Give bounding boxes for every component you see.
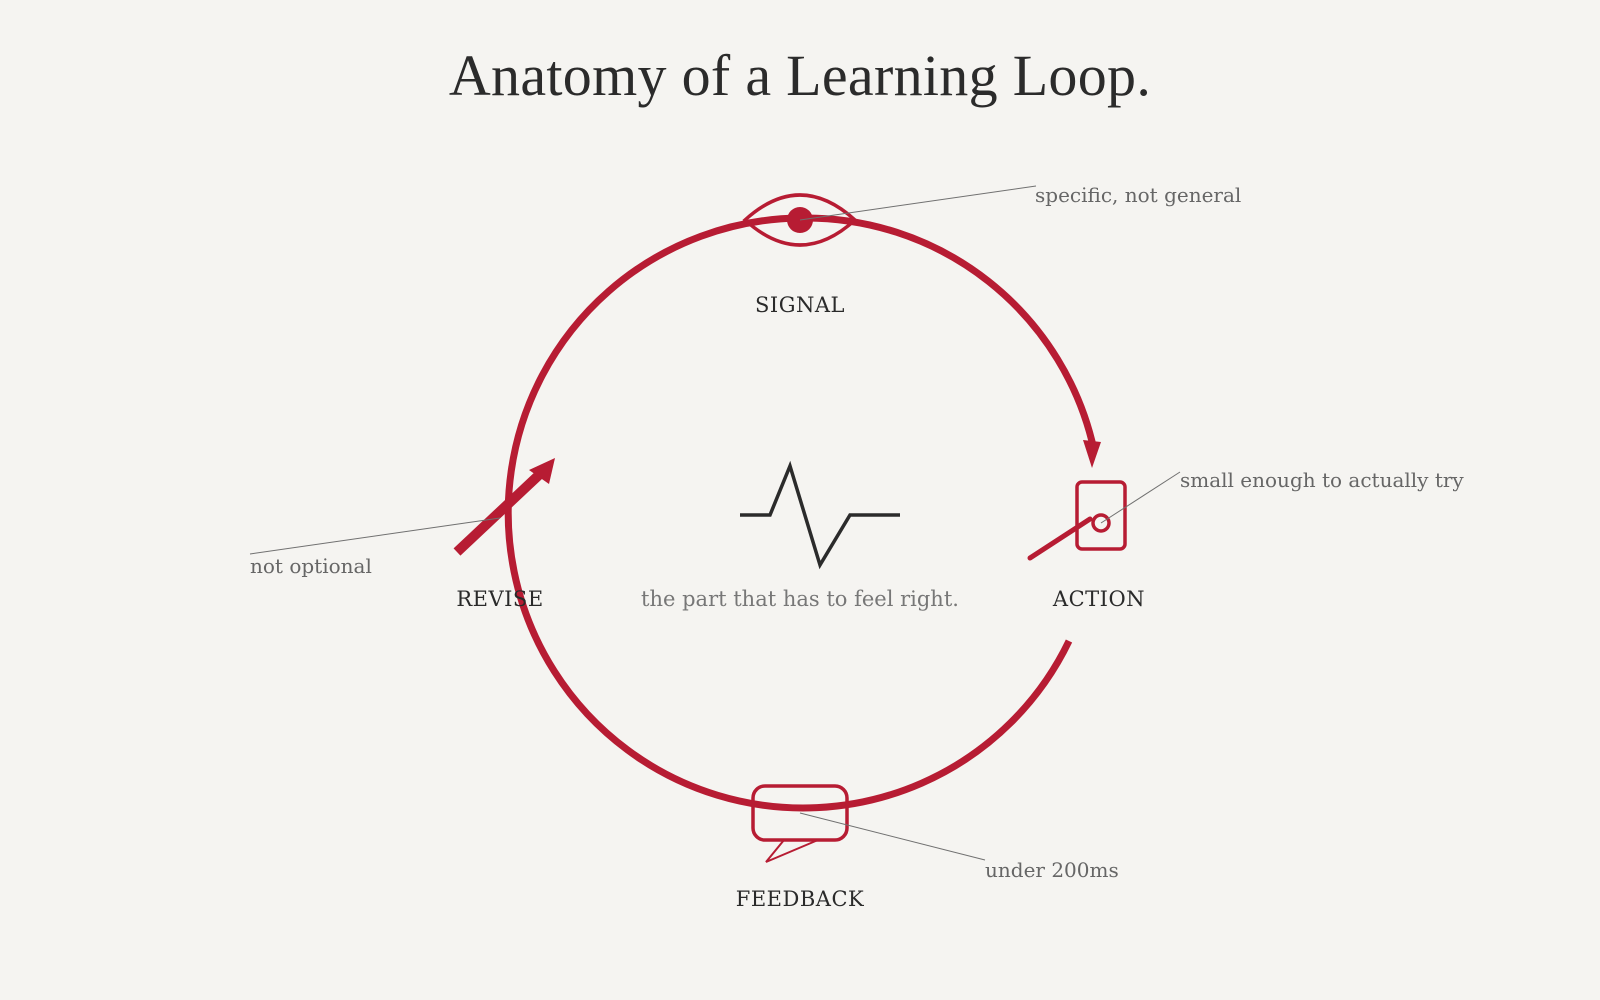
stage-label-action: ACTION: [1052, 587, 1145, 611]
diagram-title: Anatomy of a Learning Loop.: [448, 43, 1152, 108]
pulse-icon: [740, 460, 900, 570]
loop-arc-signal-to-action: [799, 214, 1098, 451]
annotation-feedback: under 200ms: [985, 858, 1119, 882]
stage-label-feedback: FEEDBACK: [736, 887, 864, 911]
annotation-signal: specific, not general: [1035, 183, 1241, 207]
leader-signal: [799, 185, 1037, 221]
loop-arc-feedback-to-signal: [504, 214, 1073, 812]
pencil-icon: [453, 458, 555, 556]
switch-icon: [1027, 480, 1127, 561]
annotation-revise: not optional: [250, 554, 372, 578]
center-caption: the part that has to feel right.: [641, 587, 959, 611]
leader-feedback: [799, 812, 986, 861]
speech-bubble-icon: [751, 784, 849, 863]
leader-revise: [249, 517, 501, 555]
stage-label-revise: REVISE: [456, 587, 543, 611]
loop-cycle: [504, 214, 1098, 812]
annotation-action: small enough to actually try: [1180, 468, 1464, 492]
leader-action: [1100, 471, 1181, 524]
stage-label-signal: SIGNAL: [755, 293, 845, 317]
loop-arrowhead: [1083, 440, 1101, 468]
annotation-leaders: [249, 185, 1181, 861]
